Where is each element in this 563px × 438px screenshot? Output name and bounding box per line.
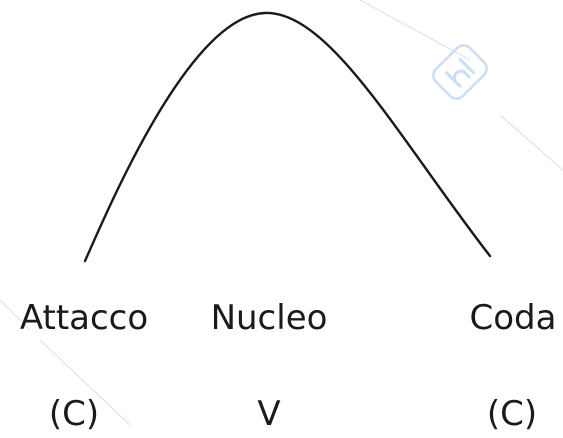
symbol-coda: (C) bbox=[486, 394, 538, 434]
watermark-line bbox=[39, 339, 131, 426]
watermark-line bbox=[499, 114, 563, 171]
symbol-attacco: (C) bbox=[48, 394, 100, 434]
watermark-line bbox=[359, 0, 471, 61]
watermark-lines bbox=[0, 0, 563, 426]
watermark-line bbox=[0, 299, 31, 331]
label-attacco: Attacco bbox=[19, 298, 149, 338]
watermark-logo bbox=[432, 44, 488, 100]
symbol-nucleo: V bbox=[257, 394, 281, 434]
syllable-curve bbox=[83, 11, 492, 263]
label-nucleo: Nucleo bbox=[210, 298, 328, 338]
label-coda: Coda bbox=[469, 298, 557, 338]
